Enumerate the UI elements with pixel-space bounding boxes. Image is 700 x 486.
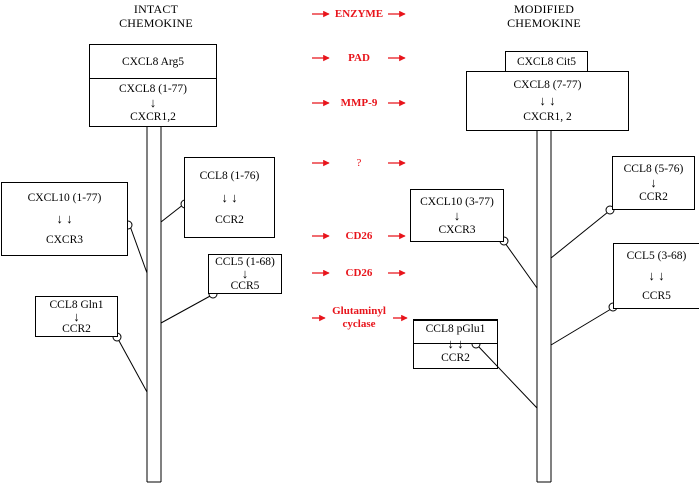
intact-ccl5-receptor: CCR5 <box>230 280 260 292</box>
modified-chemokine-header: MODIFIED CHEMOKINE <box>494 2 594 30</box>
modified-cxcl10-box: CXCL10 (3-77) ↓ CXCR3 <box>410 189 504 242</box>
single-arrow-icon: ↓ <box>241 266 249 281</box>
intact-ccl5-name: CCL5 (1-68) <box>215 256 275 268</box>
modified-cxcl8-cit5-box: CXCL8 Cit5 <box>505 51 588 72</box>
intact-ccl5-box: CCL5 (1-68) ↓ CCR5 <box>208 254 282 294</box>
intact-cxcl8-box: CXCL8 (1-77) ↓ CXCR1,2 <box>89 78 217 127</box>
double-arrow-icon: ↓ ↓ <box>539 93 556 108</box>
single-arrow-icon: ↓ <box>73 308 80 324</box>
modified-cxcl8-receptor: CXCR1, 2 <box>523 111 572 123</box>
modified-cxcl8-cit5-label: CXCL8 Cit5 <box>516 55 577 68</box>
modified-ccl8-pglu1-frame: ↓ ↓ CCR2 <box>413 319 498 369</box>
intact-cxcl10-receptor: CXCR3 <box>45 234 84 246</box>
single-arrow-icon: ↓ <box>149 94 157 110</box>
modified-ccl5-receptor: CCR5 <box>642 290 671 302</box>
enzyme-arrows <box>312 10 408 322</box>
enzyme-label-cd26-b: CD26 <box>345 267 373 279</box>
double-arrow-icon: ↓ ↓ <box>648 268 665 283</box>
modified-ccl5-box: CCL5 (3-68) ↓ ↓ CCR5 <box>613 243 699 309</box>
single-arrow-icon: ↓ <box>453 207 461 223</box>
intact-ccl8-gln1-name: CCL8 Gln1 <box>49 298 104 311</box>
single-arrow-icon: ↓ <box>650 175 657 190</box>
enzyme-label-pad: PAD <box>348 52 370 64</box>
enzyme-label-cd26-a: CD26 <box>345 230 373 242</box>
modified-cxcl8-box: CXCL8 (7-77) ↓ ↓ CXCR1, 2 <box>466 71 629 131</box>
double-arrow-icon: ↓ ↓ <box>447 336 464 351</box>
modified-ccl8-name: CCL8 (5-76) <box>623 163 684 175</box>
intact-cxcl10-name: CXCL10 (1-77) <box>27 192 102 204</box>
right-branches <box>471 205 618 409</box>
modified-header-line1: MODIFIED <box>513 2 575 16</box>
enzyme-label-unknown: ? <box>356 157 362 169</box>
modified-ccl8-box: CCL8 (5-76) ↓ CCR2 <box>612 156 695 210</box>
right-trunk <box>536 130 552 483</box>
left-trunk <box>146 126 162 483</box>
modified-header-line2: CHEMOKINE <box>507 16 581 30</box>
intact-cxcl10-box: CXCL10 (1-77) ↓ ↓ CXCR3 <box>1 182 128 256</box>
double-arrow-icon: ↓ ↓ <box>221 189 238 205</box>
double-arrow-icon: ↓ ↓ <box>56 211 73 226</box>
intact-cxcl8-arg5-box: CXCL8 Arg5 <box>89 44 217 79</box>
intact-ccl8-box: CCL8 (1-76) ↓ ↓ CCR2 <box>184 157 275 238</box>
modified-cxcl10-receptor: CXCR3 <box>438 223 476 236</box>
modified-cxcl8-name: CXCL8 (7-77) <box>513 79 582 91</box>
modified-ccl8-pglu1-name: CCL8 pGlu1 <box>425 323 486 335</box>
enzyme-label-header: ENZYME <box>334 8 384 20</box>
intact-ccl8-gln1-receptor: CCR2 <box>62 322 91 335</box>
intact-ccl8-receptor: CCR2 <box>215 213 244 226</box>
modified-ccl8-pglu1-receptor: CCR2 <box>441 352 470 364</box>
intact-header-line1: INTACT <box>133 2 179 16</box>
intact-header-line2: CHEMOKINE <box>119 16 193 30</box>
intact-ccl8-name: CCL8 (1-76) <box>199 169 260 182</box>
intact-chemokine-header: INTACT CHEMOKINE <box>111 2 201 30</box>
modified-ccl5-name: CCL5 (3-68) <box>626 250 687 262</box>
modified-ccl8-receptor: CCR2 <box>639 191 668 203</box>
intact-cxcl8-arg5-label: CXCL8 Arg5 <box>121 55 185 68</box>
intact-cxcl8-name: CXCL8 (1-77) <box>118 82 188 95</box>
modified-ccl8-pglu1-box: CCL8 pGlu1 <box>413 320 498 344</box>
modified-cxcl10-name: CXCL10 (3-77) <box>420 195 494 208</box>
intact-ccl8-gln1-box: CCL8 Gln1 ↓ CCR2 <box>35 296 118 337</box>
intact-cxcl8-receptor: CXCR1,2 <box>130 110 176 123</box>
enzyme-label-mmp9: MMP-9 <box>340 97 378 109</box>
